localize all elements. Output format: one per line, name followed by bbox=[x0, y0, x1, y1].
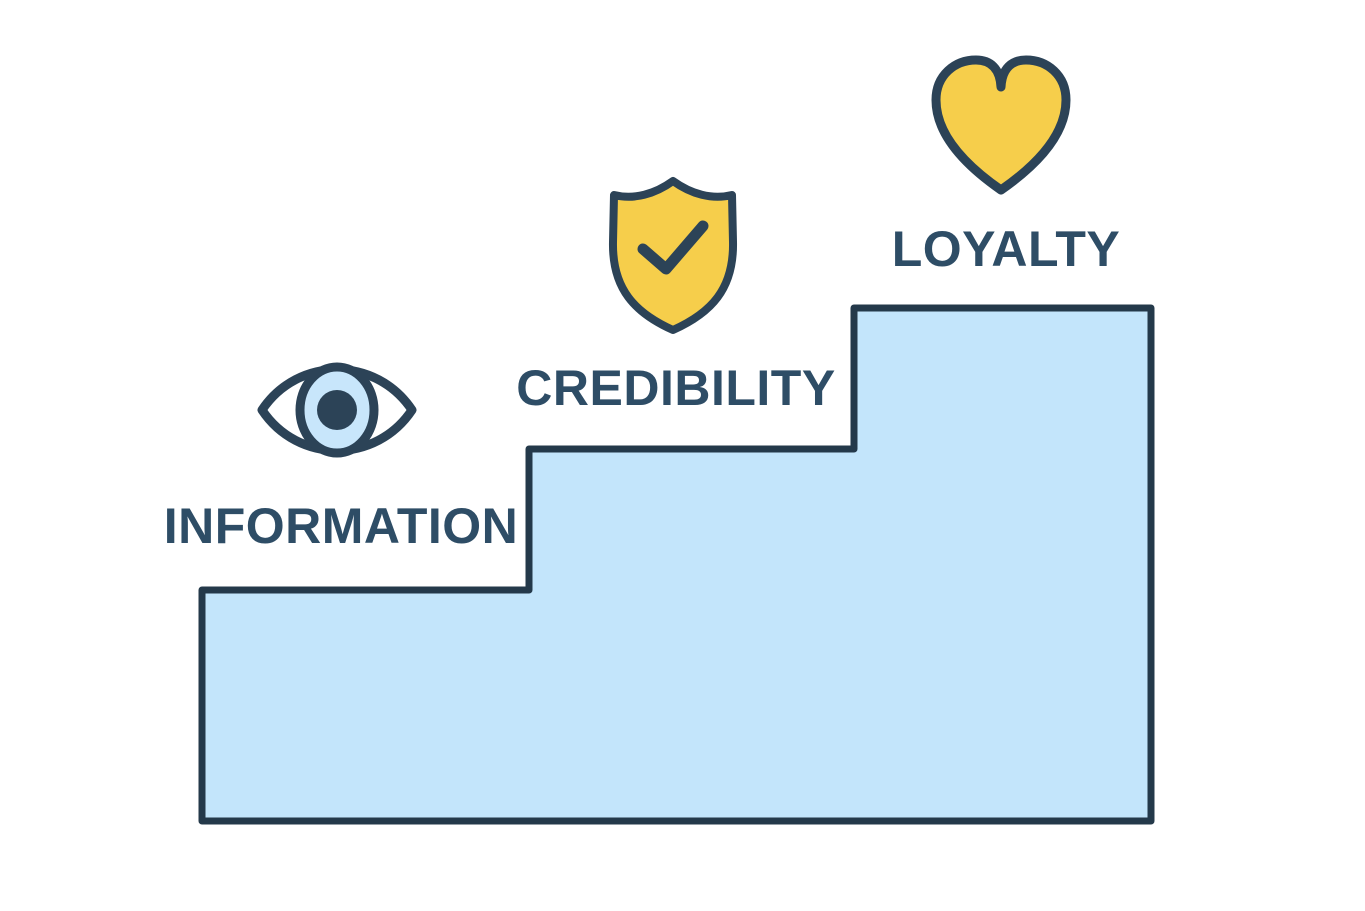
step-label-information: INFORMATION bbox=[163, 498, 519, 554]
eye-icon bbox=[257, 362, 417, 458]
heart-icon bbox=[931, 55, 1071, 195]
shield-check-icon bbox=[608, 177, 738, 334]
step-label-credibility: CREDIBILITY bbox=[516, 360, 836, 416]
step-label-loyalty: LOYALTY bbox=[891, 221, 1121, 277]
eye-pupil bbox=[317, 390, 357, 430]
staircase-shape bbox=[198, 304, 1155, 825]
heart-shape bbox=[931, 55, 1071, 195]
checkmark bbox=[637, 220, 709, 275]
